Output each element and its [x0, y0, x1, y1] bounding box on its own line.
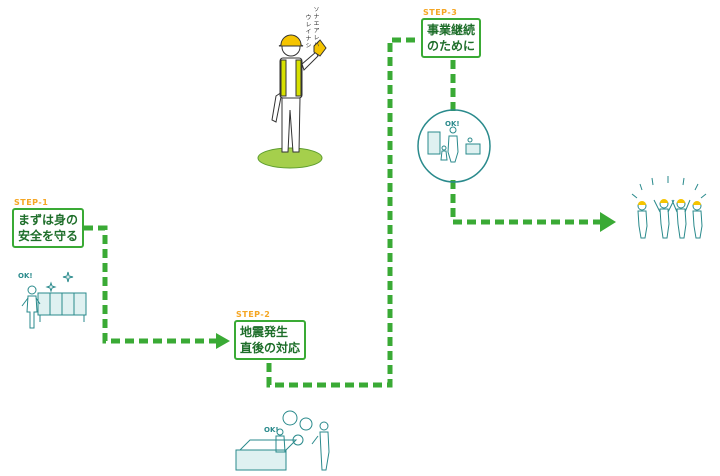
glove-icon: [313, 39, 327, 57]
celebrating-group-illustration: [631, 176, 707, 239]
step2-line2: 直後の対応: [240, 341, 301, 355]
ok-mark-step1: OK!: [18, 272, 33, 280]
step1-illustration: [21, 271, 87, 329]
office-circle: [417, 109, 491, 183]
step1-label: STEP-1: [14, 198, 49, 207]
step1-box: まずは身の 安全を守る: [12, 208, 85, 248]
step2-illustration: [235, 410, 330, 471]
ground-shadow: [257, 147, 323, 169]
worker-speech-line1: ソナエアレバ: [312, 6, 319, 48]
ok-mark-step2: OK!: [264, 426, 279, 434]
cheer-sparks: [631, 176, 707, 199]
step2-label: STEP-2: [236, 310, 271, 319]
worker-speech-line2: ウレイナシ: [304, 14, 311, 49]
arrow-head-final: [600, 212, 616, 232]
path-segment-2: [266, 37, 420, 388]
step3-illustration: [417, 109, 491, 183]
helmet-icon: [278, 34, 304, 47]
step1-line2: 安全を守る: [18, 229, 79, 243]
step3-line1: 事業継続: [427, 23, 476, 37]
step3-box: 事業継続 のために: [421, 18, 482, 58]
worker-illustration: [257, 34, 327, 169]
path-segment-1: [84, 225, 216, 344]
step2-box: 地震発生 直後の対応: [234, 320, 307, 360]
dashed-path: [84, 37, 600, 388]
ok-mark-step3: OK!: [445, 120, 460, 128]
step3-label: STEP-3: [423, 8, 458, 17]
path-segment-4: [450, 180, 600, 225]
step2-line1: 地震発生: [240, 325, 289, 339]
step3-line2: のために: [427, 39, 476, 53]
step1-line1: まずは身の: [18, 213, 79, 227]
arrow-head-step2: [216, 333, 230, 349]
